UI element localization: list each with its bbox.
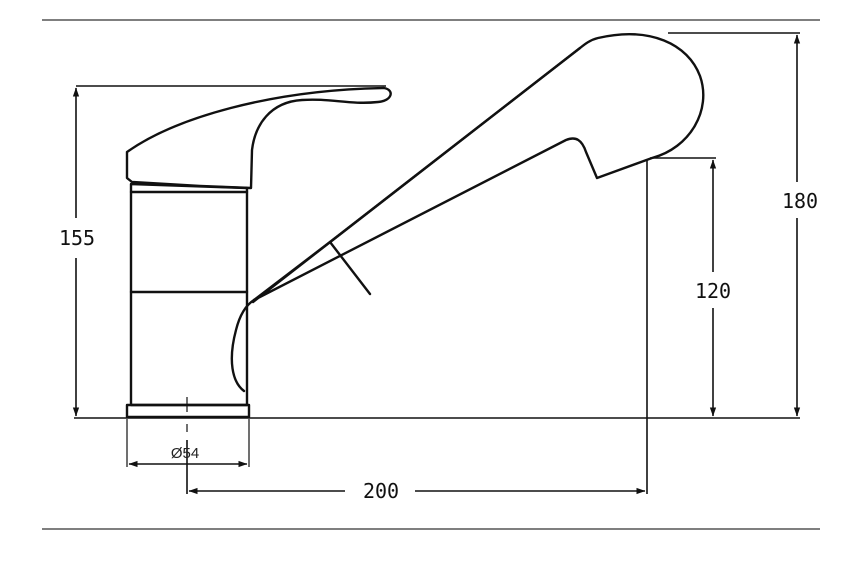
spout-seam bbox=[328, 240, 372, 296]
body-cylinder bbox=[129, 190, 249, 407]
dim-180-label: 180 bbox=[782, 189, 818, 213]
dim-155-label: 155 bbox=[59, 226, 95, 250]
faucet-outline bbox=[125, 33, 705, 419]
lever-handle bbox=[125, 86, 392, 190]
base-ring bbox=[125, 403, 251, 419]
spout bbox=[230, 33, 705, 393]
dim-120-label: 120 bbox=[695, 279, 731, 303]
dim-54-label: Ø54 bbox=[171, 445, 199, 462]
dim-200-label: 200 bbox=[363, 479, 399, 503]
